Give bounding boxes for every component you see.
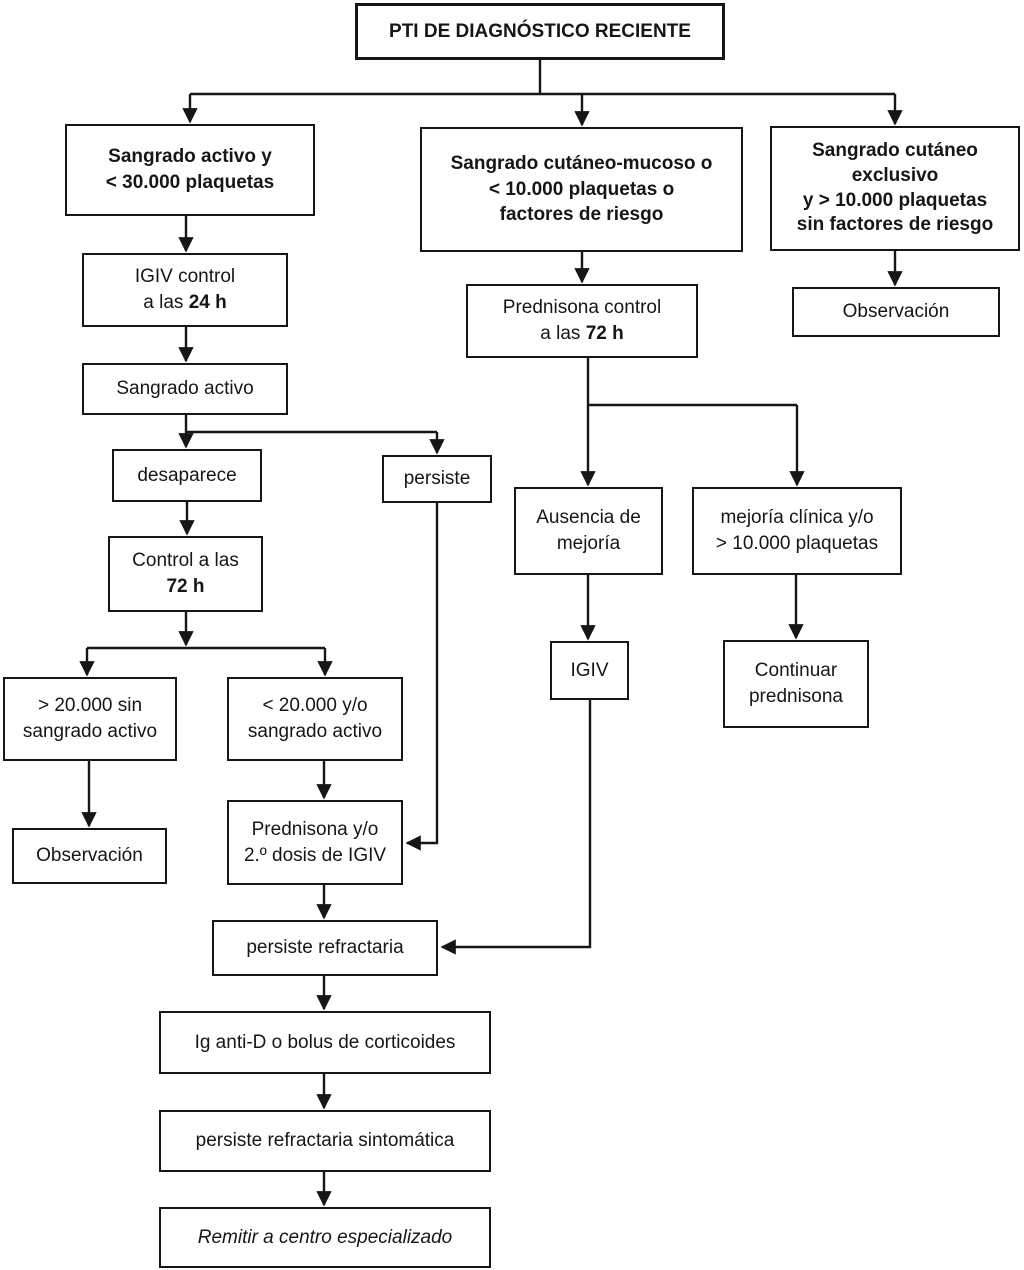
node-text-line: IGIV bbox=[570, 659, 609, 681]
node-control-72h: Control a las 72 h bbox=[108, 536, 263, 612]
node-text-line: > 10.000 plaquetas bbox=[715, 533, 879, 554]
node-prednisona-2dosis-igiv: Prednisona y/o 2.º dosis de IGIV bbox=[227, 800, 403, 885]
node-text-line: persiste refractaria sintomática bbox=[195, 1130, 455, 1152]
node-text-line: Sangrado cutáneo bbox=[812, 140, 978, 162]
node-ausencia-de-mejoria: Ausencia de mejoría bbox=[514, 487, 663, 575]
node-observacion-superior: Observación bbox=[792, 287, 1000, 337]
node-text-line: exclusivo bbox=[851, 164, 939, 186]
node-ig-antid-bolus-corticoides: Ig anti-D o bolus de corticoides bbox=[159, 1011, 491, 1074]
node-text-line: Sangrado cutáneo-mucoso o bbox=[450, 152, 713, 174]
node-text-line: Ausencia de bbox=[536, 507, 641, 529]
connectors bbox=[79, 60, 903, 1207]
node-mejoria-clinica: mejoría clínica y/o > 10.000 plaquetas bbox=[692, 487, 902, 575]
node-text-line: Sangrado activo bbox=[116, 378, 254, 400]
arrow-persiste-to-prednisona-2dosis bbox=[405, 503, 439, 851]
node-text-line: Ig anti-D o bolus de corticoides bbox=[194, 1031, 456, 1053]
node-sangrado-activo-plaquetas: Sangrado activo y < 30.000 plaquetas bbox=[65, 124, 315, 216]
node-text-line: persiste bbox=[403, 468, 471, 490]
node-text-line: a las 72 h bbox=[540, 323, 624, 344]
node-text-line: 72 h bbox=[166, 576, 205, 597]
node-prednisona-control-72h: Prednisona control a las 72 h bbox=[466, 284, 698, 358]
arrow-igiv-to-persiste-refractaria bbox=[440, 700, 592, 955]
node-sangrado-cutaneo-mucoso: Sangrado cutáneo-mucoso o < 10.000 plaque… bbox=[420, 127, 743, 252]
node-text-line: Observación bbox=[842, 301, 950, 323]
node-pti-diagnostico-reciente: PTI DE DIAGNÓSTICO RECIENTE bbox=[355, 3, 725, 60]
node-persiste-refractaria: persiste refractaria bbox=[212, 920, 438, 976]
node-text-line: desaparece bbox=[137, 464, 237, 486]
node-text-line: < 20.000 y/o bbox=[262, 695, 368, 717]
node-remitir-centro-especializado: Remitir a centro especializado bbox=[159, 1207, 491, 1268]
node-text-line: mejoría bbox=[556, 533, 621, 554]
node-text-line: prednisona bbox=[748, 686, 844, 707]
node-text-line: sin factores de riesgo bbox=[796, 214, 994, 236]
node-mayor-20000-sin-sangrado: > 20.000 sin sangrado activo bbox=[3, 677, 177, 761]
node-text-line: Sangrado activo y bbox=[108, 146, 272, 168]
node-text-line: PTI DE DIAGNÓSTICO RECIENTE bbox=[389, 20, 691, 42]
node-sangrado-activo: Sangrado activo bbox=[82, 363, 288, 415]
node-text-line: sangrado activo bbox=[22, 721, 158, 742]
node-text-line: sangrado activo bbox=[247, 721, 383, 742]
node-text-line: Remitir a centro especializado bbox=[197, 1226, 453, 1248]
node-text-line: < 30.000 plaquetas bbox=[105, 172, 275, 193]
node-text-line: IGIV control bbox=[134, 266, 236, 288]
node-text-line: persiste refractaria bbox=[246, 937, 404, 959]
node-igiv: IGIV bbox=[550, 641, 629, 700]
node-igiv-control-24h: IGIV control a las 24 h bbox=[82, 253, 288, 327]
node-desaparece: desaparece bbox=[112, 449, 262, 502]
node-text-line: Continuar bbox=[754, 660, 838, 682]
node-text-line: Prednisona y/o bbox=[251, 818, 379, 840]
node-text-line: factores de riesgo bbox=[499, 204, 664, 226]
node-text-line: y > 10.000 plaquetas bbox=[802, 189, 988, 211]
node-text-line: Observación bbox=[36, 845, 143, 867]
node-continuar-prednisona: Continuar prednisona bbox=[723, 640, 869, 728]
node-text-line: < 10.000 plaquetas o bbox=[488, 178, 675, 200]
node-text-line: mejoría clínica y/o bbox=[720, 507, 874, 529]
node-menor-20000-sangrado: < 20.000 y/o sangrado activo bbox=[227, 677, 403, 761]
node-text-line: 2.º dosis de IGIV bbox=[243, 844, 387, 866]
node-persiste: persiste bbox=[382, 455, 492, 503]
node-text-line: Control a las bbox=[132, 550, 239, 572]
node-text-line: > 20.000 sin bbox=[37, 695, 143, 717]
node-persiste-refractaria-sintomatica: persiste refractaria sintomática bbox=[159, 1110, 491, 1172]
node-text-line: Prednisona control bbox=[502, 297, 662, 319]
node-text-line: a las 24 h bbox=[143, 292, 227, 313]
node-observacion-inferior: Observación bbox=[12, 828, 167, 884]
